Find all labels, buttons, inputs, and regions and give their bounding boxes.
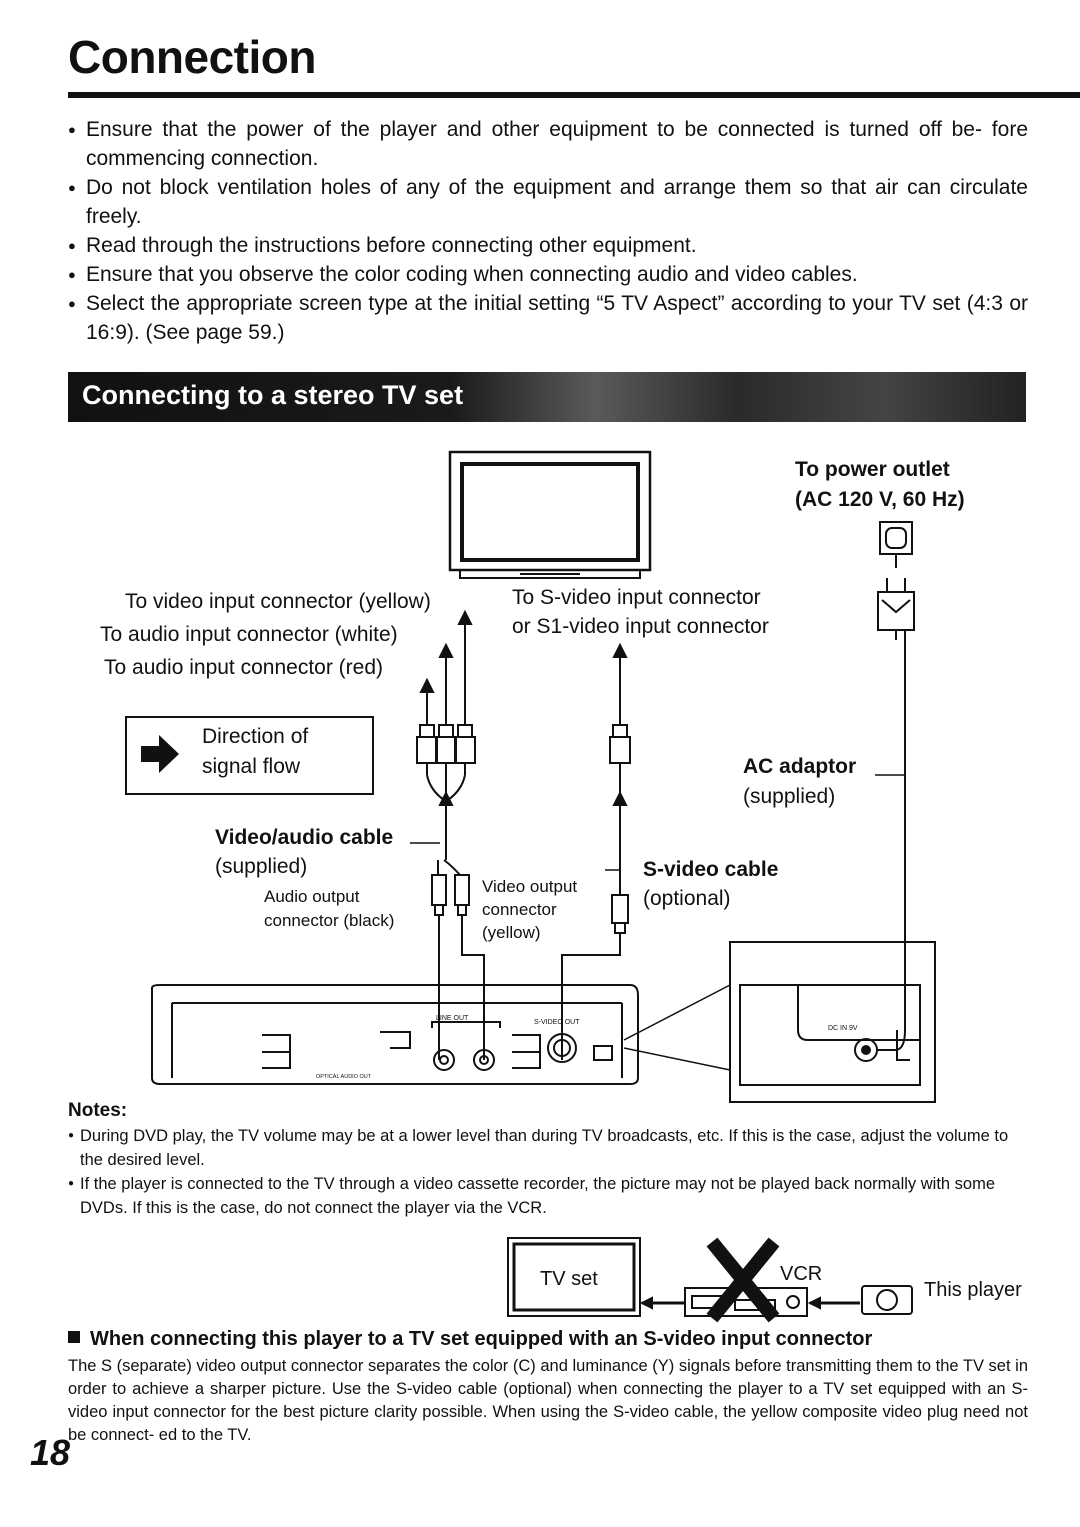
svideo-plug-icon — [611, 894, 629, 934]
video-output-label: Video output — [482, 877, 578, 896]
tv-set-icon — [507, 1237, 641, 1317]
section-title: Connecting to a stereo TV set — [82, 380, 464, 410]
va-cable-label: Video/audio cable — [215, 826, 394, 849]
legend-line-2: signal flow — [202, 755, 301, 778]
list-item: Do not block ventilation holes of any of… — [68, 173, 1028, 231]
svideo-plug-icon — [609, 724, 631, 800]
signal-flow-legend: Direction of signal flow — [125, 716, 374, 795]
audio-input-white-label: To audio input connector (white) — [100, 623, 398, 646]
section-header-bar: Connecting to a stereo TV set — [68, 372, 1026, 422]
s1-video-input-label: or S1-video input connector — [512, 615, 769, 638]
svideo-input-label: To S-video input connector — [512, 586, 761, 609]
notes-list: During DVD play, the TV volume may be at… — [68, 1124, 1028, 1220]
vcr-label: VCR — [780, 1263, 822, 1285]
audio-output-label: Audio output — [264, 887, 360, 906]
panel-dc-in-label: DC IN 9V — [828, 1025, 858, 1032]
audio-output-label-2: connector (black) — [264, 911, 395, 930]
page-title: Connection — [68, 31, 316, 83]
av-plug-icon — [416, 724, 476, 775]
video-output-label-3: (yellow) — [482, 923, 541, 942]
ac-adaptor-icon — [877, 578, 915, 640]
power-outlet-label: To power outlet — [795, 458, 950, 481]
ac-adaptor-sub: (supplied) — [743, 785, 836, 808]
list-item: Read through the instructions before con… — [68, 231, 1028, 260]
av-plug-icon — [431, 874, 470, 935]
title-rule — [68, 92, 1080, 98]
audio-input-red-label: To audio input connector (red) — [104, 656, 383, 679]
cross-mark-icon — [706, 1237, 780, 1323]
list-item: Ensure that you observe the color coding… — [68, 260, 1028, 289]
ac-adaptor-label: AC adaptor — [743, 755, 857, 778]
svideo-heading-text: When connecting this player to a TV set … — [90, 1328, 873, 1350]
svideo-cable-label: S-video cable — [643, 858, 779, 881]
power-outlet-spec: (AC 120 V, 60 Hz) — [795, 488, 965, 511]
va-cable-sub: (supplied) — [215, 855, 308, 878]
svideo-paragraph: The S (separate) video output connector … — [68, 1357, 1028, 1444]
this-player-label: This player — [924, 1279, 1022, 1301]
list-item: If the player is connected to the TV thr… — [68, 1172, 1028, 1220]
svideo-section-heading: When connecting this player to a TV set … — [68, 1328, 1043, 1351]
panel-svideo-out-label: S-VIDEO OUT — [534, 1019, 580, 1026]
vcr-diagram — [507, 1237, 913, 1323]
dvd-player-icon — [861, 1285, 913, 1315]
video-output-label-2: connector — [482, 900, 557, 919]
panel-optical-label: OPTICAL AUDIO OUT — [316, 1074, 372, 1080]
page-number: 18 — [30, 1432, 71, 1473]
dc-in-zoom-detail — [729, 941, 936, 1103]
notes-heading: Notes: — [68, 1100, 128, 1121]
dvd-player-rear-panel — [151, 984, 639, 1085]
list-item: Select the appropriate screen type at th… — [68, 289, 1028, 347]
square-bullet-icon — [68, 1331, 80, 1343]
legend-line-1: Direction of — [202, 725, 309, 748]
power-outlet-icon — [879, 521, 913, 568]
list-item: Ensure that the power of the player and … — [68, 115, 1028, 173]
precautions-list: Ensure that the power of the player and … — [68, 115, 1028, 347]
panel-line-out-label: LINE OUT — [436, 1015, 469, 1022]
tv-set-icon — [448, 450, 652, 579]
tv-set-label: TV set — [540, 1268, 598, 1290]
video-input-yellow-label: To video input connector (yellow) — [125, 590, 431, 613]
arrow-right-icon — [141, 735, 179, 773]
svideo-cable-sub: (optional) — [643, 887, 731, 910]
list-item: During DVD play, the TV volume may be at… — [68, 1124, 1028, 1172]
